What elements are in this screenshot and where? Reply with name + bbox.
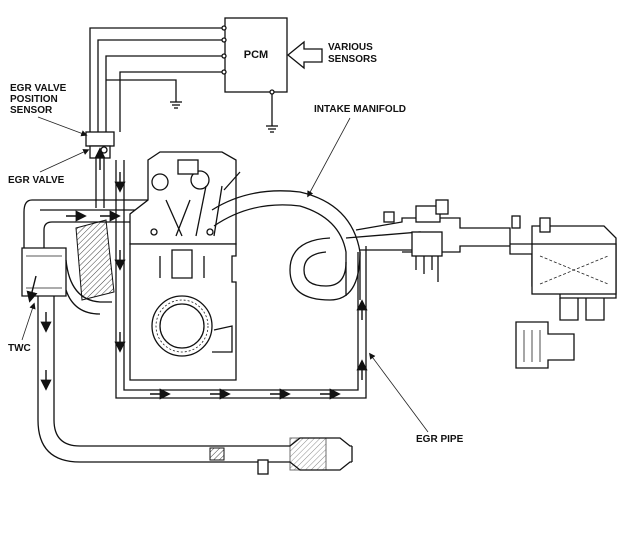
egr-valve-callout: EGR VALVE	[8, 149, 90, 186]
pcm-module: PCM	[221, 17, 288, 95]
egr-valve-label: EGR VALVE	[8, 175, 65, 186]
various-sensors-arrow: VARIOUS SENSORS	[286, 40, 377, 70]
intake-manifold	[211, 190, 421, 301]
muffler-sensor	[209, 447, 225, 461]
egr-valve-position-sensor-label-3: SENSOR	[10, 105, 53, 116]
pcm-box	[224, 17, 288, 93]
egr-pipe-callout: EGR PIPE	[369, 352, 464, 445]
egr-pipe	[66, 147, 368, 400]
air-cleaner	[531, 243, 617, 295]
twc-converter	[21, 247, 67, 297]
primary-catalyst	[75, 219, 115, 301]
twc-callout: TWC	[8, 302, 36, 354]
various-sensors-label-2: SENSORS	[328, 54, 377, 65]
sensor-wiring	[89, 27, 278, 133]
pcm-label: PCM	[244, 49, 268, 61]
twc-label: TWC	[8, 343, 31, 354]
engine-block	[129, 151, 241, 381]
air-intake-system	[355, 199, 617, 369]
intake-manifold-label: INTAKE MANIFOLD	[314, 104, 406, 115]
throttle-body	[411, 231, 443, 257]
egr-pipe-label: EGR PIPE	[416, 434, 464, 445]
egr-valve-position-sensor-label-2: POSITION	[10, 94, 58, 105]
egr-valve-position-sensor-callout: EGR VALVE POSITION SENSOR	[10, 83, 88, 137]
intake-manifold-callout: INTAKE MANIFOLD	[307, 104, 406, 198]
air-intake-resonator	[515, 321, 575, 369]
various-sensors-label-1: VARIOUS	[328, 42, 373, 53]
egr-valve-position-sensor	[85, 131, 115, 147]
egr-valve-position-sensor-label-1: EGR VALVE	[10, 83, 67, 94]
exhaust-pipe	[26, 275, 353, 475]
exhaust-manifold	[21, 199, 150, 315]
